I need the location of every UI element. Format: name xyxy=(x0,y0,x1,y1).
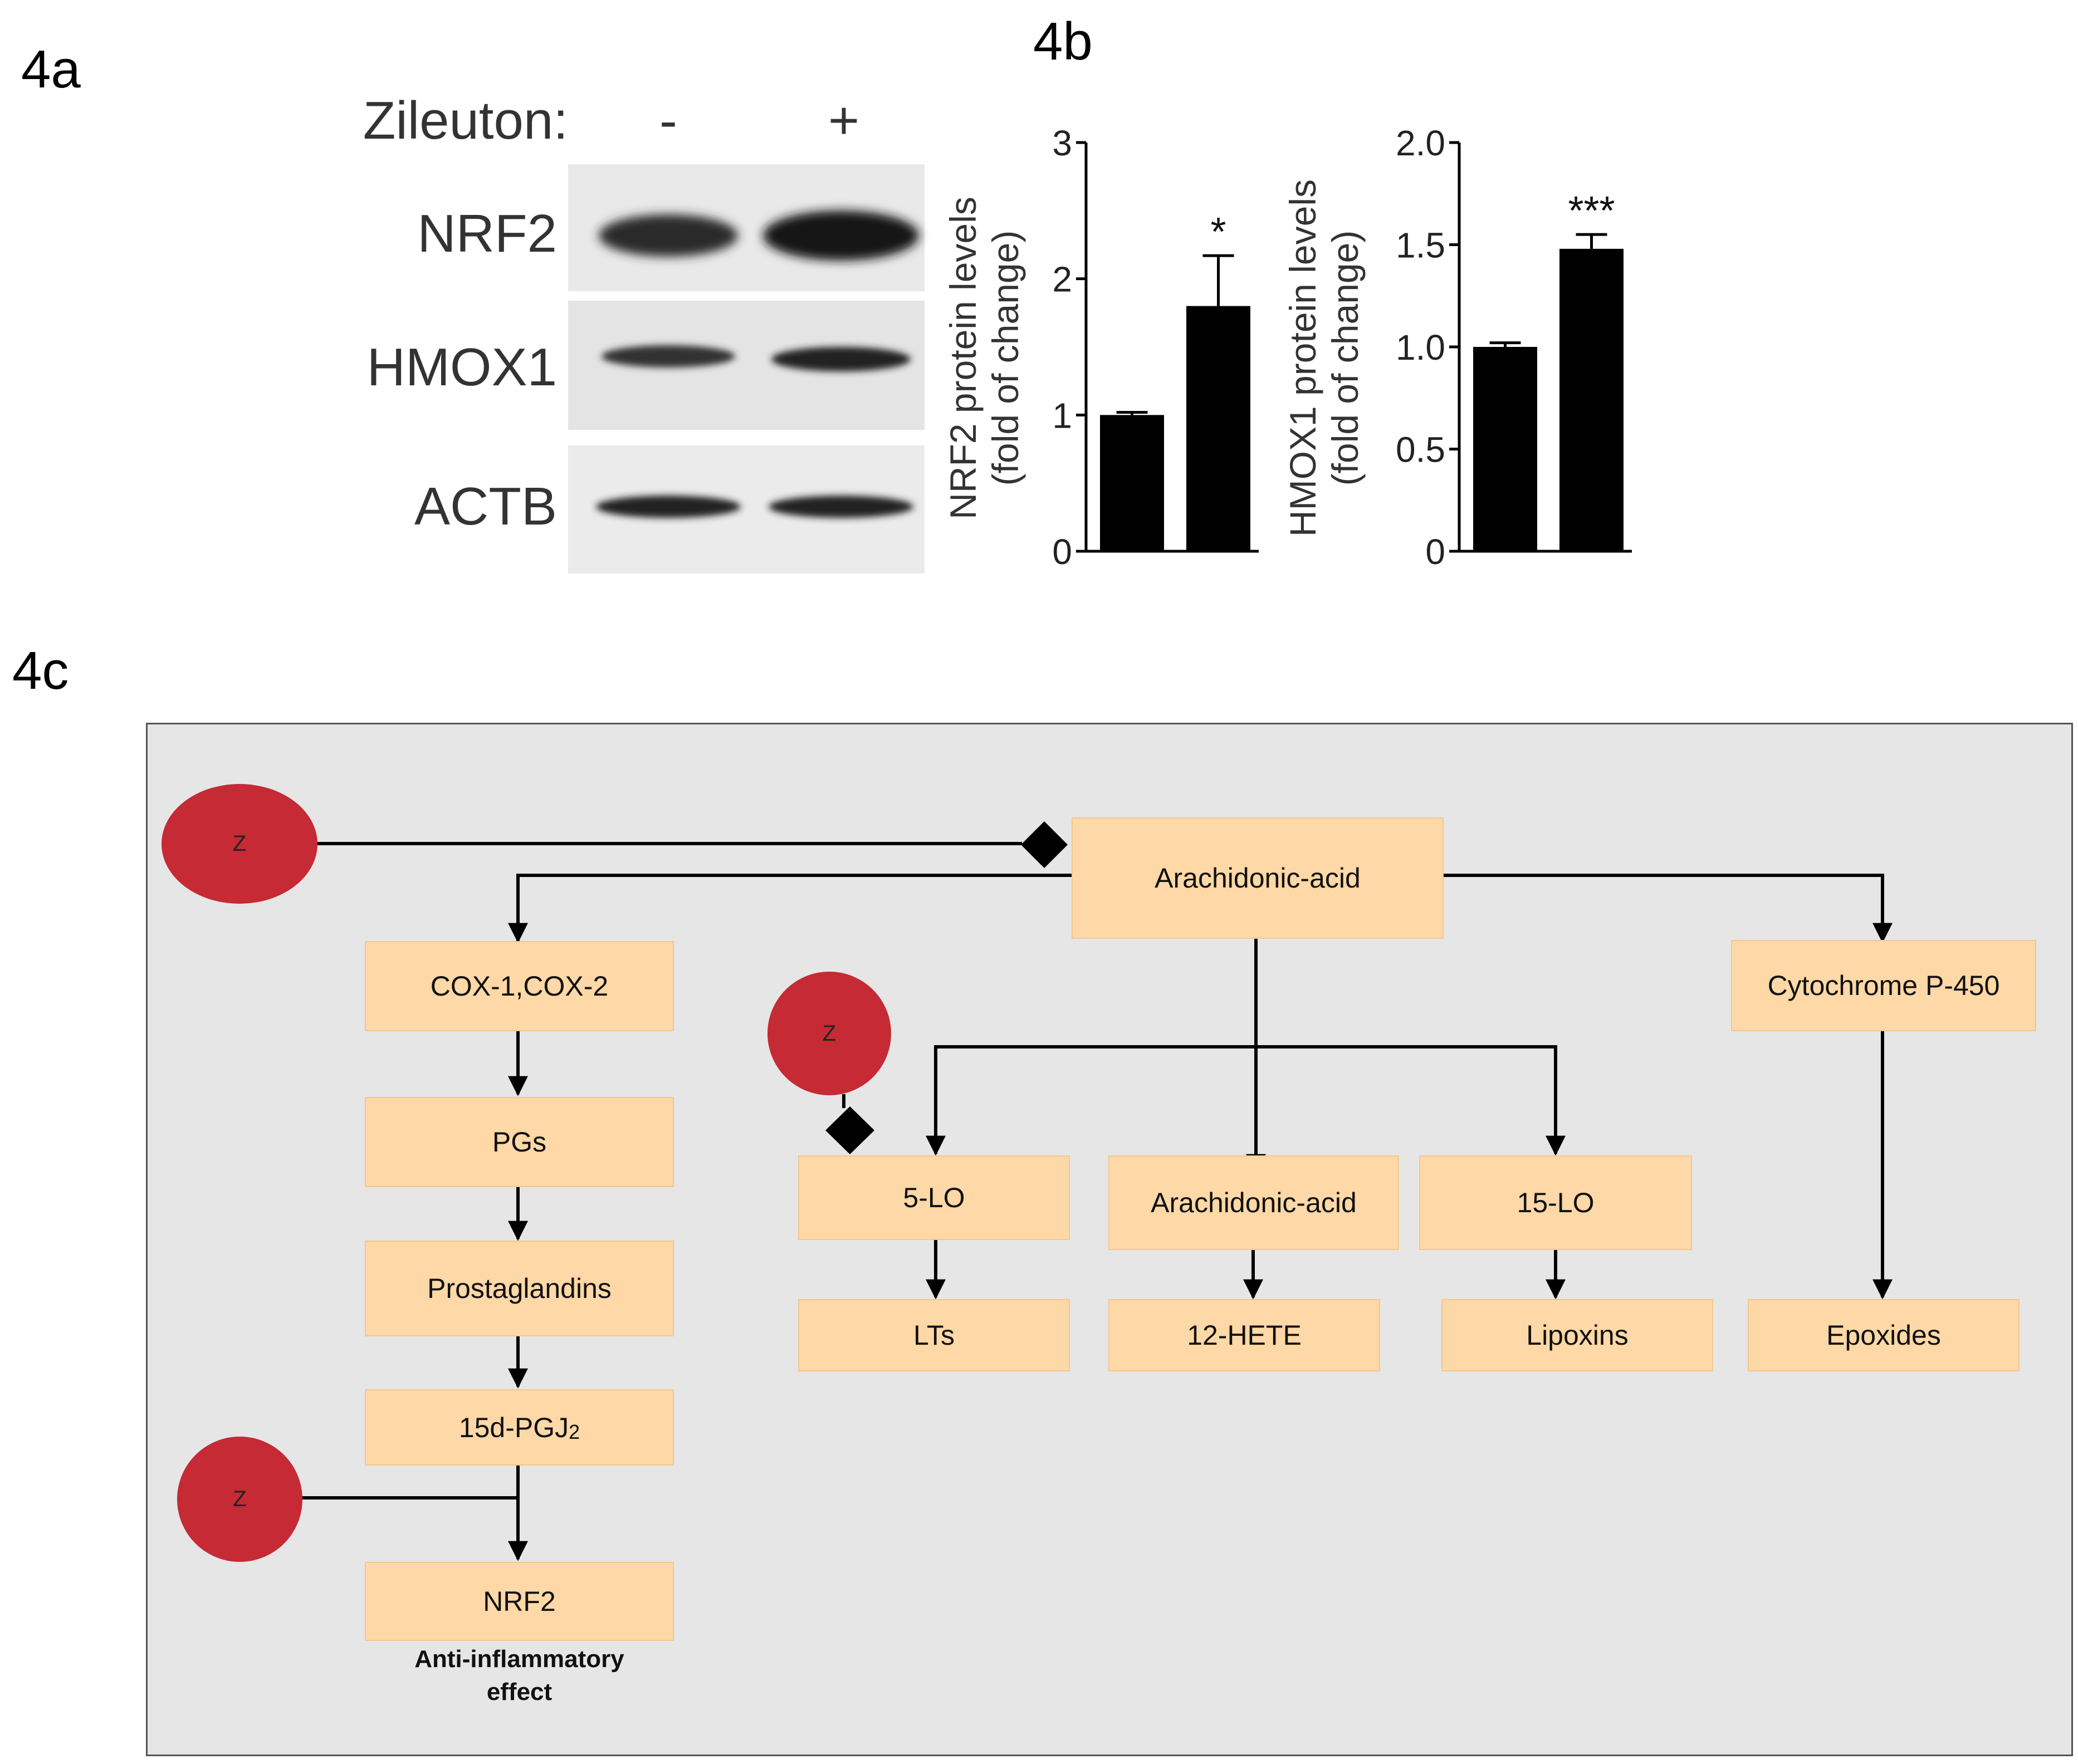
bar xyxy=(1473,347,1537,551)
caption-line-1: Anti-inflammatory xyxy=(414,1645,624,1673)
band-actb-minus xyxy=(596,496,741,518)
node-lipoxins: Lipoxins xyxy=(1441,1299,1713,1371)
y-axis-label-line-2: (fold of change) xyxy=(1324,231,1366,486)
hmox1-bar-chart: 0 0.5 1.0 1.5 2.0 *** HMOX1 protein levels(fol… xyxy=(1282,123,1632,572)
y-tick-label: 0 xyxy=(1425,532,1445,572)
panel-4b-label: 4b xyxy=(1033,12,1093,71)
nrf2-bar-chart: 0 1 2 3 * NRF2 protein levels(fold of change) xyxy=(942,123,1259,572)
y-axis-label-line-1: NRF2 protein levels xyxy=(942,197,984,520)
caption-line-2: effect xyxy=(486,1678,552,1706)
blot-row-label-hmox1: HMOX1 xyxy=(366,337,557,397)
y-tick-label: 1.5 xyxy=(1396,226,1445,266)
node-15-lo: 15-LO xyxy=(1419,1155,1692,1250)
y-axis-label-line-2: (fold of change) xyxy=(985,231,1026,486)
lane-minus-label: - xyxy=(659,91,677,150)
western-blot-image xyxy=(568,164,925,574)
y-tick-label: 1 xyxy=(1052,395,1072,435)
blot-row-label-nrf2: NRF2 xyxy=(417,204,557,263)
node-12-hete: 12-HETE xyxy=(1108,1299,1380,1371)
arrow-to-5lo xyxy=(926,1045,1256,1156)
y-tick-label: 0.5 xyxy=(1396,430,1445,470)
inhibition-diamond-5lo xyxy=(825,1106,874,1154)
lane-plus-label: + xyxy=(828,91,860,150)
node-arachidonic-acid-mid: Arachidonic-acid xyxy=(1108,1155,1399,1250)
y-tick-label: 1.0 xyxy=(1396,327,1445,367)
node-lts: LTs xyxy=(798,1299,1070,1371)
arrow-arachidonic-to-cox xyxy=(508,874,1072,943)
node-nrf2: NRF2 xyxy=(365,1562,674,1641)
panel-4c-label: 4c xyxy=(12,641,69,700)
band-nrf2-plus xyxy=(763,210,919,261)
arrow-arachidonic-to-cyp xyxy=(1443,874,1893,943)
zileuton-node-3: Z xyxy=(177,1437,302,1562)
y-tick-label: 3 xyxy=(1052,123,1072,163)
y-tick-label: 2 xyxy=(1052,259,1072,300)
bar xyxy=(1100,415,1164,551)
node-arachidonic-acid-top: Arachidonic-acid xyxy=(1072,817,1444,939)
bar xyxy=(1559,248,1624,552)
node-cox: COX-1,COX-2 xyxy=(365,941,674,1031)
node-cytochrome-p450: Cytochrome P-450 xyxy=(1731,940,2036,1031)
blot-row-label-actb: ACTB xyxy=(414,477,557,536)
zileuton-node-1: Z xyxy=(162,784,317,904)
node-15d-pgj2-text: 15d-PGJ xyxy=(458,1412,569,1443)
node-prostaglandins: Prostaglandins xyxy=(365,1241,674,1336)
bar xyxy=(1186,306,1250,551)
band-actb-plus xyxy=(769,496,913,518)
treatment-label: Zileuton: xyxy=(363,91,568,150)
node-epoxides: Epoxides xyxy=(1748,1299,2020,1371)
arrow-to-15lo xyxy=(1256,1045,1566,1156)
node-5-lo: 5-LO xyxy=(798,1155,1070,1240)
y-axis-label-line-1: HMOX1 protein levels xyxy=(1282,179,1323,537)
anti-inflammatory-caption: Anti-inflammatory effect xyxy=(356,1643,682,1709)
significance-marker: * xyxy=(1210,210,1226,254)
significance-marker: *** xyxy=(1568,189,1615,233)
band-hmox1-minus xyxy=(602,345,735,367)
zileuton-node-2: Z xyxy=(767,972,891,1095)
node-15d-pgj2-subscript: 2 xyxy=(569,1420,580,1443)
band-hmox1-plus xyxy=(771,347,911,371)
y-tick-label: 0 xyxy=(1052,532,1072,572)
panel-4a-label: 4a xyxy=(21,40,81,99)
node-pgs: PGs xyxy=(365,1097,674,1187)
inhibition-diamond-arachidonic xyxy=(1021,821,1068,868)
band-nrf2-minus xyxy=(599,214,738,257)
y-tick-label: 2.0 xyxy=(1396,123,1445,163)
